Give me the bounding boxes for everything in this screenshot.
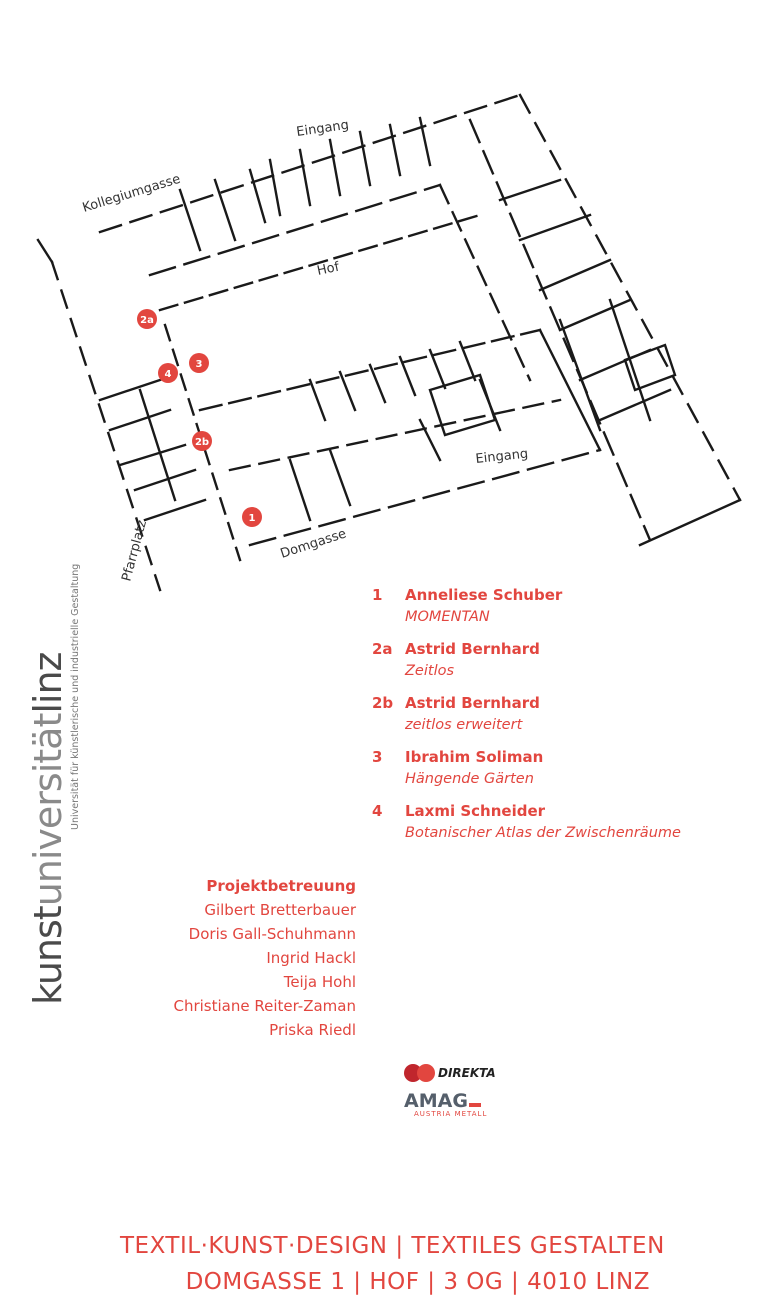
team-member: Ingrid Hackl (266, 949, 356, 967)
map-label-hof: Hof (316, 260, 341, 279)
map-label-eingang-bottom: Eingang (475, 447, 529, 467)
svg-text:4: 4 (165, 369, 172, 380)
work-title: MOMENTAN (405, 609, 490, 625)
amag-subtitle: AUSTRIA METALL (414, 1110, 488, 1118)
logo-linz: linz (26, 652, 70, 714)
map-label-domgasse: Domgasse (279, 526, 349, 561)
direkta-logo: DIREKTA (404, 1062, 524, 1084)
marker-1[interactable]: 1 (242, 507, 262, 527)
artist-name: Laxmi Schneider (405, 802, 546, 820)
project-supervision: Projektbetreuung Gilbert Bretterbauer Do… (140, 874, 356, 1042)
artist-name: Astrid Bernhard (405, 694, 540, 712)
artist-number: 4 (372, 802, 383, 820)
team-heading: Projektbetreuung (206, 877, 356, 895)
artist-name: Anneliese Schuber (405, 586, 563, 604)
direkta-dots-icon (404, 1064, 436, 1082)
university-logo: kunstuniversitätlinz Universität für kün… (26, 563, 81, 1005)
direkta-wordmark: DIREKTA (438, 1066, 496, 1080)
logo-universitaet: universität (26, 713, 70, 907)
team-member: Priska Riedl (269, 1021, 356, 1039)
building-outline (36, 93, 742, 592)
artist-number: 2b (372, 694, 394, 712)
svg-text:2b: 2b (195, 437, 209, 448)
team-member: Doris Gall-Schuhmann (188, 925, 356, 943)
svg-text:1: 1 (249, 513, 256, 524)
marker-3[interactable]: 3 (189, 353, 209, 373)
amag-logo: AMAG AUSTRIA METALL (404, 1090, 524, 1118)
artist-number: 1 (372, 586, 383, 604)
logo-tagline: Universität für künstlerische und indust… (70, 563, 81, 830)
artist-list: 1 Anneliese Schuber MOMENTAN 2a Astrid B… (372, 584, 732, 854)
team-member: Teija Hohl (283, 973, 356, 991)
floor-plan-map: Eingang Kollegiumgasse Hof Eingang Domga… (36, 93, 742, 592)
work-title: Zeitlos (405, 663, 455, 679)
team-member: Gilbert Bretterbauer (204, 901, 356, 919)
marker-4[interactable]: 4 (158, 363, 178, 383)
list-item: 1 Anneliese Schuber MOMENTAN (372, 584, 732, 628)
artist-name: Ibrahim Soliman (405, 748, 544, 766)
map-label-pfarrplatz: Pfarrplatz (119, 519, 150, 584)
marker-2a[interactable]: 2a (137, 309, 157, 329)
list-item: 2b Astrid Bernhard zeitlos erweitert (372, 692, 732, 736)
footer-address: TEXTIL·KUNST·DESIGN | TEXTILES GESTALTEN… (120, 1228, 665, 1300)
logo-kunst: kunst (26, 906, 70, 1005)
team-member: Christiane Reiter-Zaman (173, 997, 356, 1015)
amag-bar-icon (468, 1103, 481, 1107)
svg-text:2a: 2a (140, 315, 154, 326)
list-item: 3 Ibrahim Soliman Hängende Gärten (372, 746, 732, 790)
sponsor-logos: DIREKTA AMAG AUSTRIA METALL (404, 1062, 524, 1118)
svg-text:3: 3 (196, 359, 203, 370)
footer-location: DOMGASSE 1 | HOF | 3 OG | 4010 LINZ (185, 1269, 650, 1295)
map-label-eingang-top: Eingang (295, 118, 349, 140)
work-title: zeitlos erweitert (405, 717, 523, 733)
amag-wordmark: AMAG (404, 1090, 468, 1112)
artist-name: Astrid Bernhard (405, 640, 540, 658)
marker-2b[interactable]: 2b (192, 431, 212, 451)
work-title: Hängende Gärten (405, 771, 534, 787)
artist-number: 3 (372, 748, 383, 766)
list-item: 4 Laxmi Schneider Botanischer Atlas der … (372, 800, 732, 844)
footer-program: TEXTIL·KUNST·DESIGN | TEXTILES GESTALTEN (120, 1233, 665, 1259)
list-item: 2a Astrid Bernhard Zeitlos (372, 638, 732, 682)
logo-wordmark: kunstuniversitätlinz (26, 575, 70, 1005)
artist-number: 2a (372, 640, 393, 658)
work-title: Botanischer Atlas der Zwischenräume (405, 825, 681, 841)
